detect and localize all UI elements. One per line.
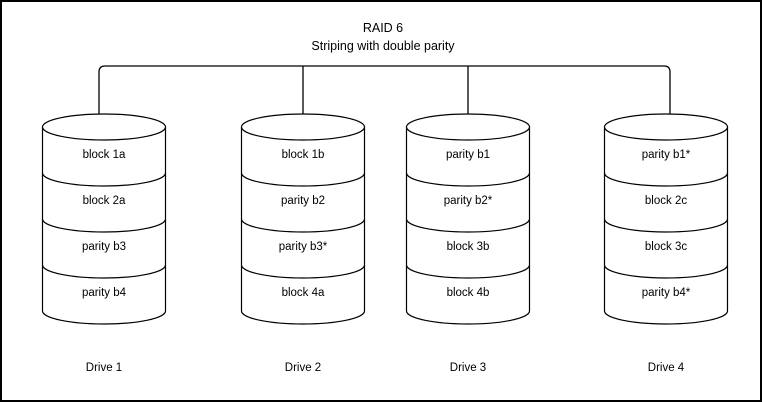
drive-1[interactable]: block 1a block 2a parity b3 parity b4 Drive … [41, 113, 167, 374]
drive-cell-divider [240, 172, 366, 187]
drive-cell-divider [41, 264, 167, 279]
bus-rail [98, 65, 671, 127]
diagram-title-line1: RAID 6 [363, 21, 403, 35]
drive-cylinder-top [405, 113, 531, 141]
drive-cell-divider [405, 172, 531, 187]
drive-cell-label: block 2a [83, 195, 126, 207]
drive-cylinder-body [405, 126, 531, 325]
drive-cell-label: block 2c [645, 195, 687, 207]
drive-cell-label: block 1b [282, 149, 325, 161]
drive-cylinder-body [603, 126, 729, 325]
drive-label: Drive 4 [648, 362, 685, 374]
drive-cell-label: parity b1* [642, 149, 691, 161]
drives-layer: block 1a block 2a parity b3 parity b4 Drive … [41, 113, 729, 374]
drive-cell-divider [405, 264, 531, 279]
drive-cylinder-body [41, 126, 167, 325]
drive-3[interactable]: parity b1 parity b2* block 3b block 4b Drive… [405, 113, 531, 374]
drive-2[interactable]: block 1b parity b2 parity b3* block 4a Drive… [240, 113, 366, 374]
drive-cylinder-body [240, 126, 366, 325]
drive-cell-label: block 4a [282, 287, 325, 299]
drive-cell-divider [603, 172, 729, 187]
drive-cell-label: parity b2 [281, 195, 325, 207]
drive-cell-divider [41, 218, 167, 233]
drive-cell-label: parity b2* [444, 195, 493, 207]
drive-cell-divider [405, 218, 531, 233]
drive-cell-divider [240, 264, 366, 279]
drive-cell-divider [603, 218, 729, 233]
drive-cell-label: parity b3 [82, 241, 126, 253]
drive-cell-label: block 3c [645, 241, 687, 253]
drive-label: Drive 2 [285, 362, 321, 374]
drive-cylinder-top [240, 113, 366, 141]
drive-cell-label: block 4b [447, 287, 490, 299]
drive-cell-divider [240, 218, 366, 233]
drive-cell-divider [41, 172, 167, 187]
drive-cylinder-top [603, 113, 729, 141]
drive-cell-label: parity b3* [279, 241, 328, 253]
drive-cell-label: parity b1 [446, 149, 490, 161]
drive-cylinder-top [41, 113, 167, 141]
drive-cell-label: block 1a [83, 149, 126, 161]
drive-cell-divider [603, 264, 729, 279]
drive-connector-bus [98, 65, 671, 127]
drive-cell-label: parity b4* [642, 287, 691, 299]
drive-4[interactable]: parity b1* block 2c block 3c parity b4* Driv… [603, 113, 729, 374]
drive-cell-label: block 3b [447, 241, 490, 253]
drive-label: Drive 1 [86, 362, 122, 374]
diagram-title-line2: Striping with double parity [311, 39, 455, 53]
drive-cell-label: parity b4 [82, 287, 127, 299]
drive-label: Drive 3 [450, 362, 486, 374]
